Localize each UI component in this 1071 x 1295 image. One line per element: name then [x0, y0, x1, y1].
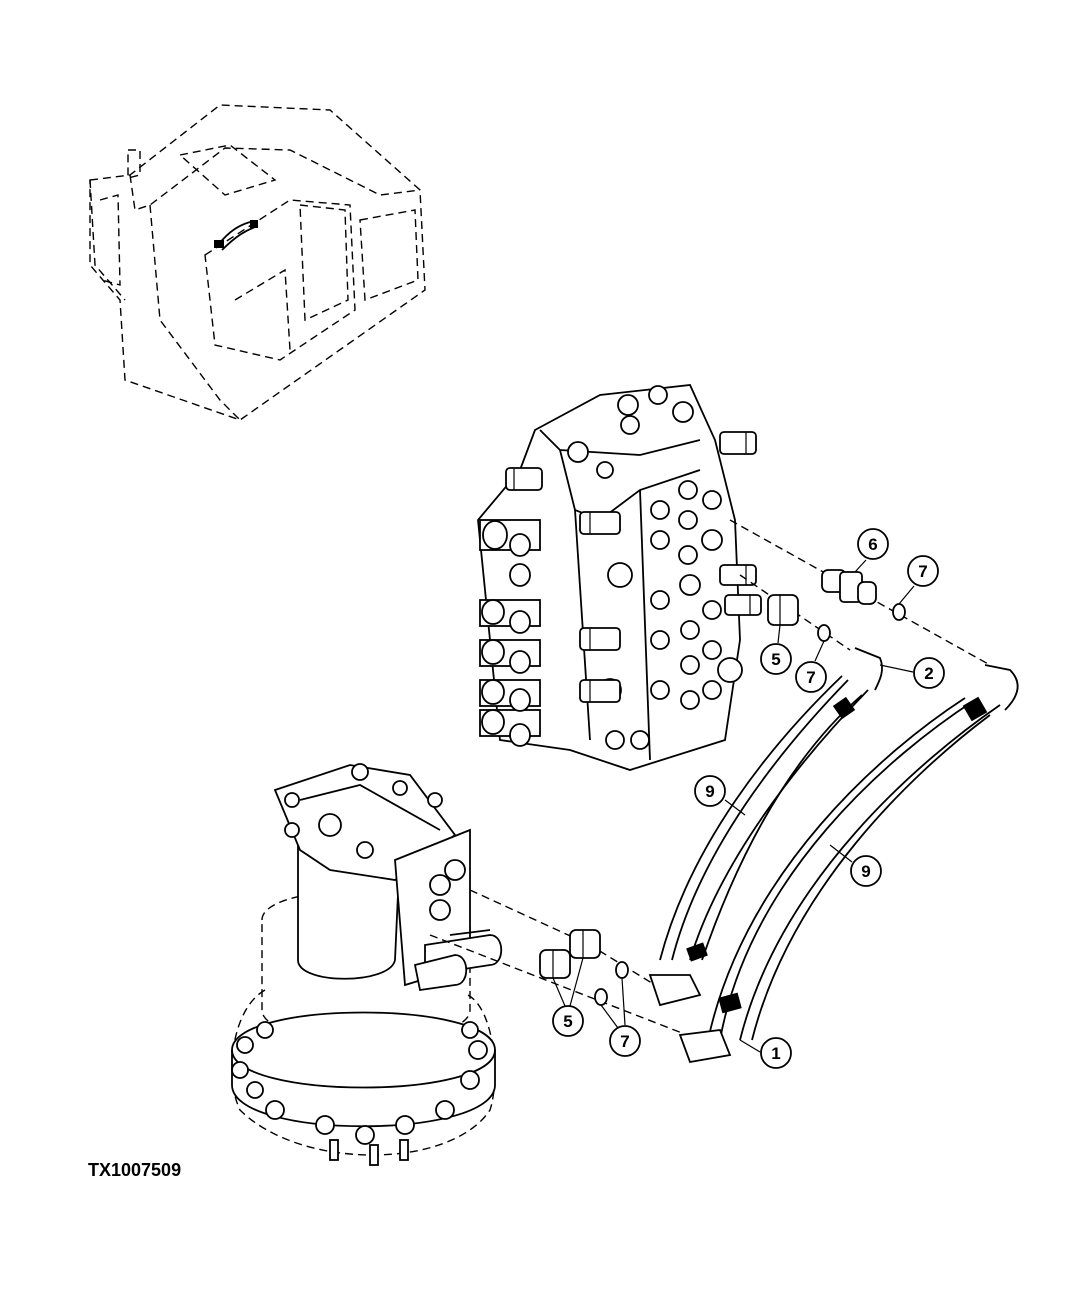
motor-flange-bolts [231, 1021, 488, 1166]
fitting-6 [821, 569, 877, 605]
svg-text:7: 7 [620, 1032, 629, 1051]
svg-text:5: 5 [771, 650, 780, 669]
svg-text:2: 2 [924, 664, 933, 683]
valve-top-plugs [567, 385, 694, 479]
callout-2: 2 [879, 657, 945, 689]
svg-text:1: 1 [771, 1044, 780, 1063]
svg-text:9: 9 [861, 862, 870, 881]
callout-9-right: 9 [829, 844, 882, 887]
valve-spool-caps [479, 519, 541, 747]
svg-text:7: 7 [806, 668, 815, 687]
callout-6: 6 [854, 528, 889, 573]
callout-5-bottom: 5 [552, 957, 584, 1037]
hose-2-with-sleeve-9 [648, 647, 883, 1007]
control-valve-assembly [477, 384, 762, 771]
o-rings-7-bottom [594, 961, 629, 1006]
callout-7-mid: 7 [795, 640, 827, 693]
o-ring-7-top [892, 603, 906, 621]
callout-1: 1 [739, 1037, 792, 1069]
callout-7-bottom: 7 [600, 977, 641, 1057]
valve-side-ports [598, 480, 743, 750]
cab-locator-illustration [89, 104, 426, 421]
callout-7-top: 7 [898, 555, 939, 605]
valve-pilot-fittings [505, 431, 762, 703]
fitting-5-top [767, 594, 799, 626]
hose-1-with-sleeve-9 [678, 664, 1019, 1064]
svg-text:7: 7 [918, 562, 927, 581]
fittings-5-bottom [539, 929, 601, 979]
swing-motor-assembly [231, 763, 503, 1166]
svg-text:6: 6 [868, 535, 877, 554]
figure-id: TX1007509 [88, 1160, 182, 1180]
svg-text:9: 9 [705, 782, 714, 801]
motor-port-fittings [413, 929, 503, 992]
svg-text:5: 5 [563, 1012, 572, 1031]
callout-9-left: 9 [694, 775, 746, 816]
callout-5-top: 5 [760, 624, 792, 675]
o-ring-7-mid [817, 624, 831, 642]
